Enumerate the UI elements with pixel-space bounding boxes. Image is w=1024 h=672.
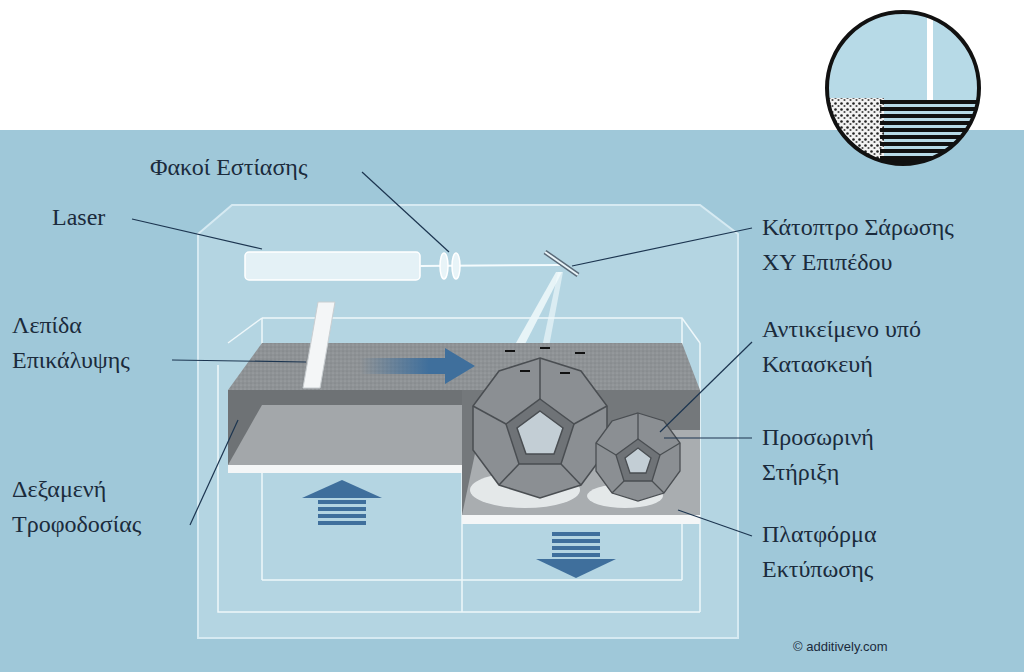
scan-marks: [505, 347, 585, 374]
inset-frame: [827, 12, 979, 164]
background: [0, 130, 1024, 672]
part-label: Laser: [52, 200, 105, 235]
powder-surface: [228, 343, 700, 390]
focus-lens: [440, 253, 448, 279]
scan-mirror-face: [545, 252, 578, 275]
feed-up-arrow: [302, 480, 382, 525]
copyright-note: © additively.com: [793, 639, 888, 655]
layer-detail-inset: [826, 10, 986, 178]
recoater-blade: [303, 302, 335, 388]
build-object: [473, 358, 607, 498]
part-label: Φακοί Εστίασης: [150, 150, 307, 185]
part-label: Αντικείμενο υπό Κατασκευή: [762, 312, 925, 382]
part-label: Πλατφόρμα Εκτύπωσης: [762, 517, 881, 587]
build-platform: [462, 515, 700, 524]
part-label: Κάτοπτρο Σάρωσης XY Επιπέδου: [762, 210, 958, 280]
part-label: Λεπίδα Επικάλυψης: [12, 308, 134, 378]
focus-lens: [452, 253, 460, 279]
feed-piston: [228, 465, 462, 473]
feed-chamber-wall: [228, 390, 462, 465]
build-object: [596, 413, 680, 501]
part-label: Προσωρινή Στήριξη: [762, 420, 878, 490]
leader-line: [132, 172, 752, 536]
feed-powder: [228, 405, 462, 465]
scan-beams: [541, 272, 563, 352]
scan-mirror: [545, 252, 578, 275]
recoat-arrow: [360, 348, 475, 384]
machine-housing: [198, 205, 738, 638]
build-down-arrow: [536, 532, 616, 578]
part-label: Δεξαμενή Τροφοδοσίας: [12, 472, 146, 542]
laser-tube: [245, 252, 420, 280]
